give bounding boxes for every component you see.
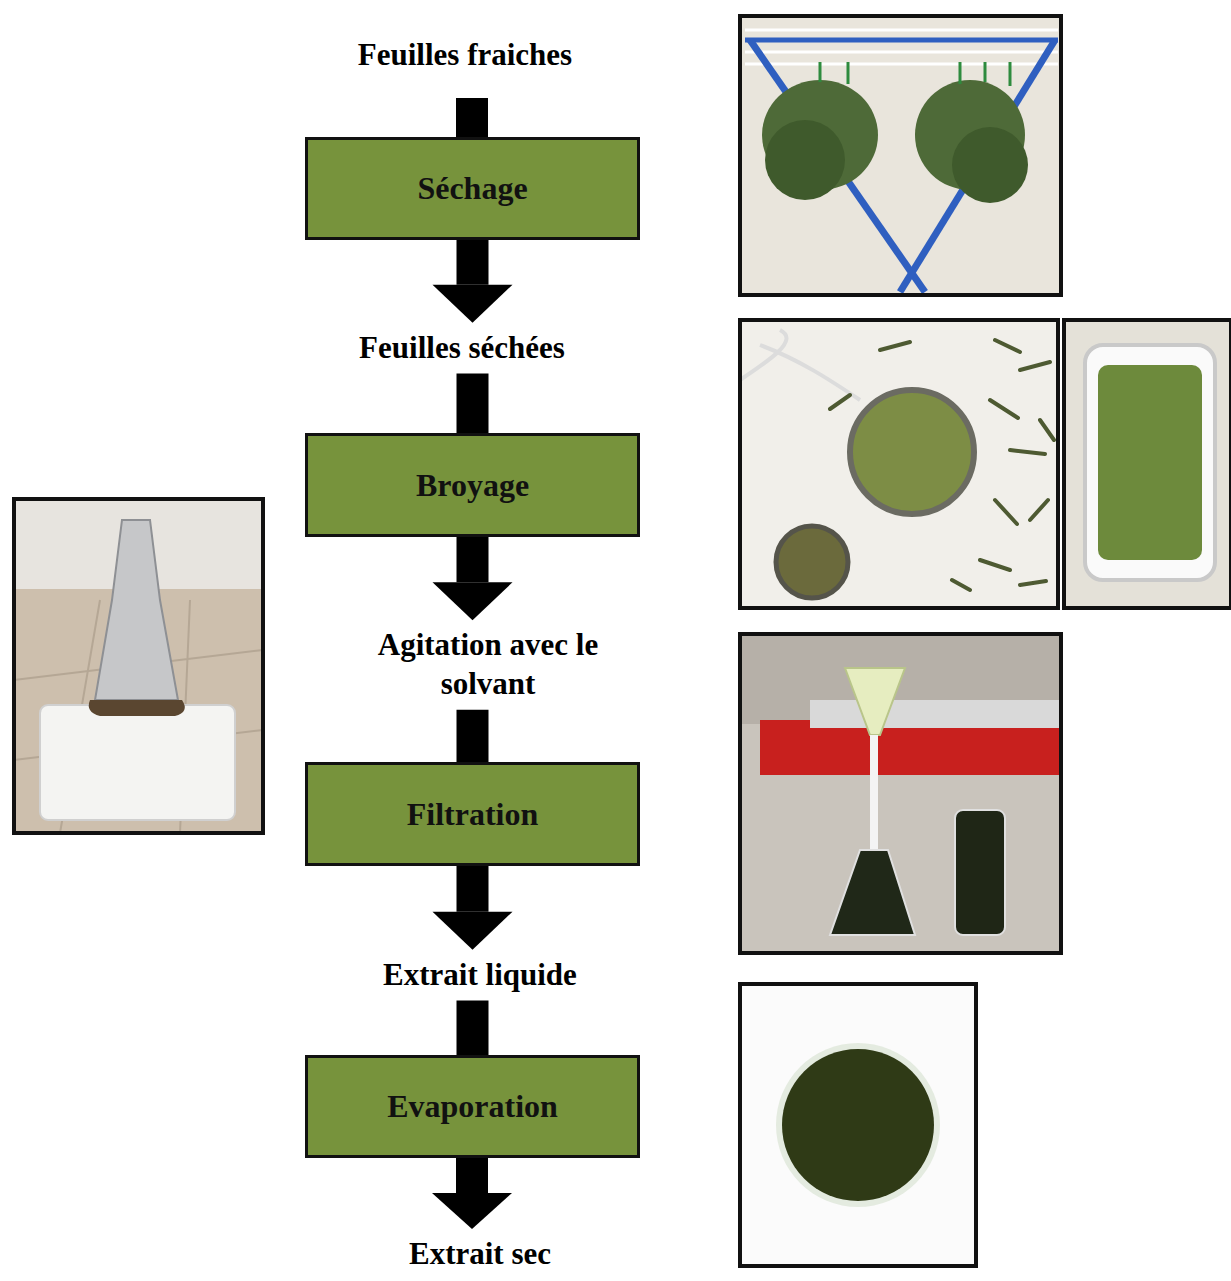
photo-frame — [1064, 320, 1231, 608]
photo-ground — [740, 984, 976, 1266]
step-label: Agitation avec le solvant — [343, 626, 633, 704]
step-label: Feuilles séchées — [297, 329, 627, 368]
funnel — [845, 668, 905, 735]
extract-photo — [740, 984, 976, 1266]
leaf-bunch — [765, 120, 845, 200]
basket — [1085, 345, 1215, 580]
arrow-head — [433, 285, 513, 323]
arrow-shaft — [457, 240, 489, 285]
photo-ground — [14, 499, 263, 833]
photo-frame — [14, 499, 263, 833]
rack-leg — [750, 40, 925, 292]
foil-flask — [95, 520, 178, 700]
rack-bar — [745, 38, 1058, 43]
grinding-photo — [740, 320, 1058, 608]
wire — [745, 29, 1058, 32]
residue — [89, 700, 185, 716]
arrow-shaft — [457, 537, 489, 582]
box-label: Séchage — [417, 170, 527, 207]
process-box: Séchage — [305, 137, 640, 240]
dry-extract — [782, 1049, 934, 1201]
flask — [830, 850, 915, 935]
hooks — [820, 62, 1010, 86]
foil — [810, 700, 1060, 728]
exit-arrow-head — [432, 1193, 512, 1229]
photo-ground — [740, 634, 1061, 953]
step-label: Extrait sec — [330, 1235, 630, 1274]
process-box: Filtration — [305, 762, 640, 866]
leaves — [830, 340, 1054, 590]
arrow-shaft — [457, 1000, 489, 1055]
photo-frame — [740, 16, 1061, 295]
stirrer — [40, 705, 235, 820]
wire — [745, 51, 1058, 54]
lid — [776, 526, 848, 598]
photo-ground — [740, 16, 1061, 295]
grinder-bowl — [850, 390, 974, 514]
stirring-photo — [14, 499, 263, 833]
photo-ground — [740, 320, 1058, 608]
cord — [740, 330, 860, 400]
arrow-shaft — [457, 710, 489, 762]
funnel-stem — [870, 735, 878, 855]
entry-arrow-shaft — [456, 98, 488, 138]
photo-frame — [740, 984, 976, 1266]
arrow-shaft — [457, 866, 489, 912]
box-label: Broyage — [416, 467, 529, 504]
box-label: Filtration — [407, 796, 539, 833]
photo-ground — [1064, 320, 1231, 608]
arrow-shaft — [457, 373, 489, 433]
bottle — [955, 810, 1005, 935]
leaves — [1098, 365, 1202, 560]
exit-arrow-shaft — [456, 1158, 488, 1194]
rack-leg — [900, 40, 1055, 292]
process-box: Broyage — [305, 433, 640, 537]
step-label: Extrait liquide — [315, 956, 645, 995]
arrow-head — [433, 912, 513, 950]
photo-frame — [740, 634, 1061, 953]
drying-photo — [740, 16, 1061, 295]
leaf-bunch — [952, 127, 1028, 203]
arrow-head — [433, 582, 513, 620]
filtration-photo — [740, 634, 1061, 953]
petri-dish — [776, 1043, 940, 1207]
photo-frame — [740, 320, 1058, 608]
step-label: Feuilles fraiches — [300, 36, 630, 75]
basket-photo — [1064, 320, 1231, 608]
process-box: Evaporation — [305, 1055, 640, 1158]
box-label: Evaporation — [387, 1088, 558, 1125]
box — [760, 720, 1060, 775]
